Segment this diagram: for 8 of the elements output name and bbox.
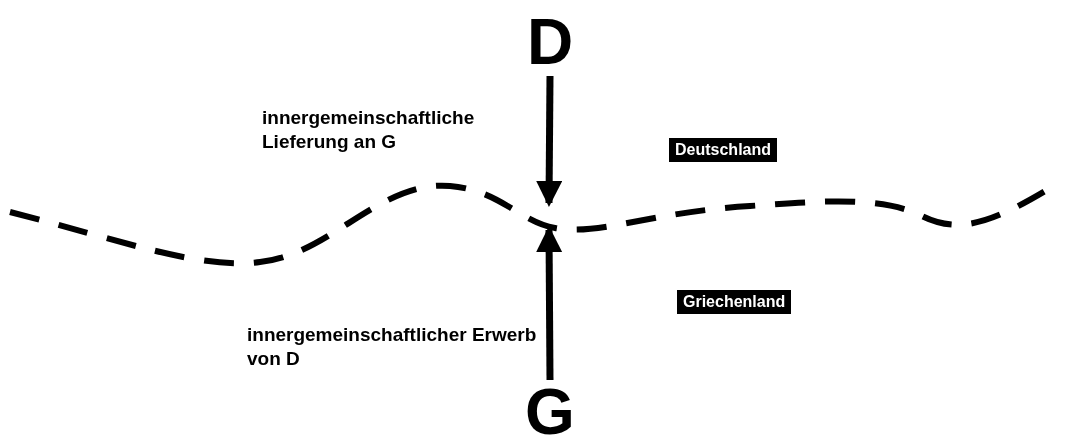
country-label: Deutschland xyxy=(669,138,777,162)
arrow xyxy=(536,226,563,381)
arrow xyxy=(536,75,563,207)
edge-label: innergemeinschaftliche Lieferung an G xyxy=(262,106,476,154)
edge-label: innergemeinschaftlicher Erwerb von D xyxy=(247,323,538,371)
country-letter: D xyxy=(522,14,578,70)
country-letter: G xyxy=(522,384,578,440)
country-label: Griechenland xyxy=(677,290,792,314)
